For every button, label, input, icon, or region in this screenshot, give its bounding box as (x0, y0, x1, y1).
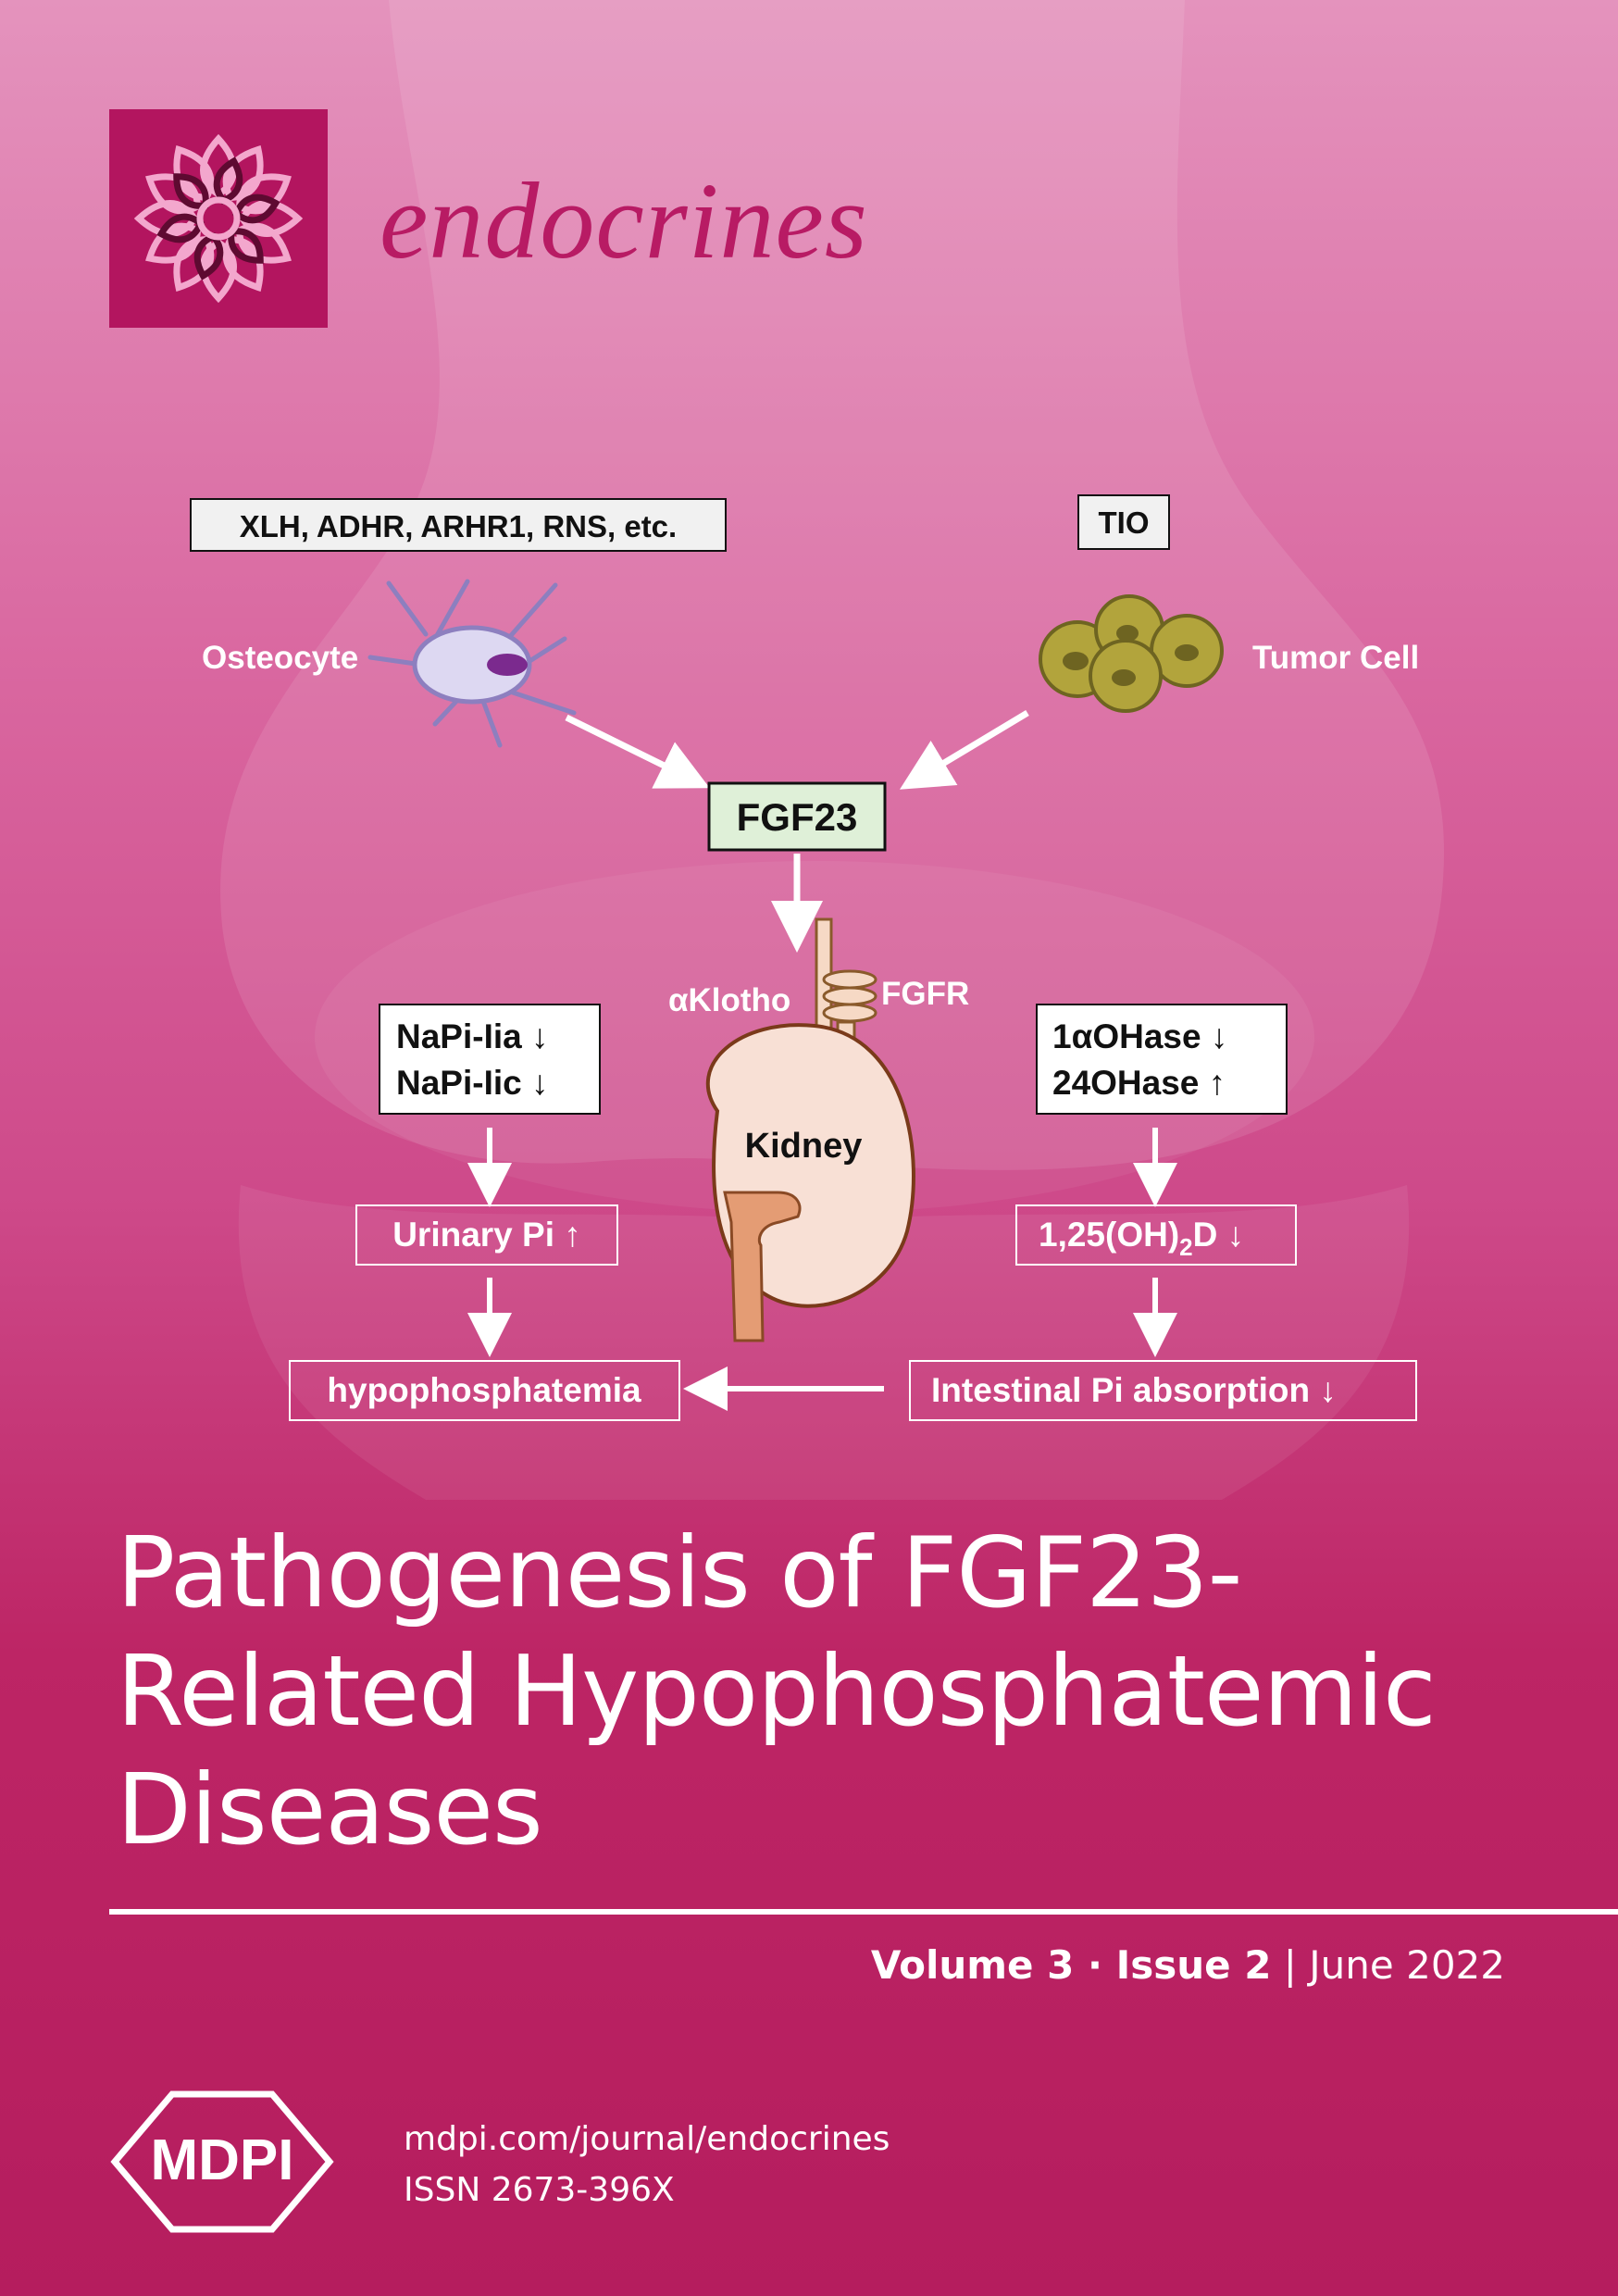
mdpi-logo-text: MDPI (151, 2128, 294, 2192)
tio-box: TIO (1077, 494, 1170, 550)
ohase-box: 1αOHase ↓ 24OHase ↑ (1036, 1004, 1288, 1115)
issue-separator: · (1074, 1942, 1116, 1988)
journal-logo (109, 109, 328, 328)
article-title: Pathogenesis of FGF23- Related Hypophosp… (117, 1514, 1561, 1869)
intestinal-box: Intestinal Pi absorption ↓ (909, 1360, 1417, 1421)
aklotho-label: αKlotho (668, 982, 790, 1018)
kidney-icon (705, 1023, 915, 1342)
tumor-cell-icon (1039, 594, 1224, 713)
volume-label: Volume 3 (870, 1942, 1075, 1988)
osteocyte-icon (367, 579, 577, 748)
issue-info: Volume 3 · Issue 2 | June 2022 (871, 1942, 1505, 1988)
title-divider (109, 1909, 1618, 1915)
hypophosphatemia-box: hypophosphatemia (289, 1360, 680, 1421)
mdpi-logo-icon: MDPI (110, 2090, 334, 2233)
fgf23-label: FGF23 (737, 795, 858, 839)
napi-line1: NaPi-Iia ↓ (396, 1017, 549, 1055)
vitd-box: 1,25(OH)2D ↓ (1015, 1204, 1297, 1266)
arrow-tumor-fgf23 (899, 709, 1029, 790)
napi-box: NaPi-Iia ↓ NaPi-Iic ↓ (379, 1004, 601, 1115)
urinary-pi-box: Urinary Pi ↑ (355, 1204, 618, 1266)
issue-bar: | (1271, 1942, 1310, 1988)
tio-label: TIO (1099, 505, 1150, 540)
issue-label: Issue 2 (1115, 1942, 1272, 1988)
title-line-1: Pathogenesis of FGF23- (117, 1516, 1243, 1629)
causes-box: XLH, ADHR, ARHR1, RNS, etc. (190, 498, 727, 552)
arrow-osteocyte-fgf23 (565, 714, 710, 789)
journal-url[interactable]: mdpi.com/journal/endocrines (404, 2120, 890, 2158)
issue-date: June 2022 (1309, 1942, 1505, 1988)
ohase-line2: 24OHase ↑ (1052, 1064, 1226, 1102)
journal-emblem-icon (133, 133, 304, 304)
causes-label: XLH, ADHR, ARHR1, RNS, etc. (240, 509, 677, 543)
kidney-label: Kidney (745, 1127, 863, 1166)
issn: ISSN 2673-396X (404, 2171, 675, 2209)
fgfr-label: FGFR (881, 976, 969, 1012)
napi-line2: NaPi-Iic ↓ (396, 1064, 549, 1102)
vitd-label: 1,25(OH)2D ↓ (1039, 1216, 1244, 1261)
tumor-cell-label: Tumor Cell (1252, 640, 1419, 676)
urinary-pi-label: Urinary Pi ↑ (392, 1216, 581, 1254)
intestinal-label: Intestinal Pi absorption ↓ (931, 1371, 1337, 1409)
title-line-3: Diseases (117, 1753, 543, 1866)
journal-name: endocrines (380, 160, 868, 281)
hypophosphatemia-label: hypophosphatemia (327, 1371, 641, 1409)
fgf23-box: FGF23 (707, 781, 887, 852)
ohase-line1: 1αOHase ↓ (1052, 1017, 1227, 1055)
title-line-2: Related Hypophosphatemic (117, 1635, 1437, 1748)
osteocyte-label: Osteocyte (202, 640, 358, 676)
